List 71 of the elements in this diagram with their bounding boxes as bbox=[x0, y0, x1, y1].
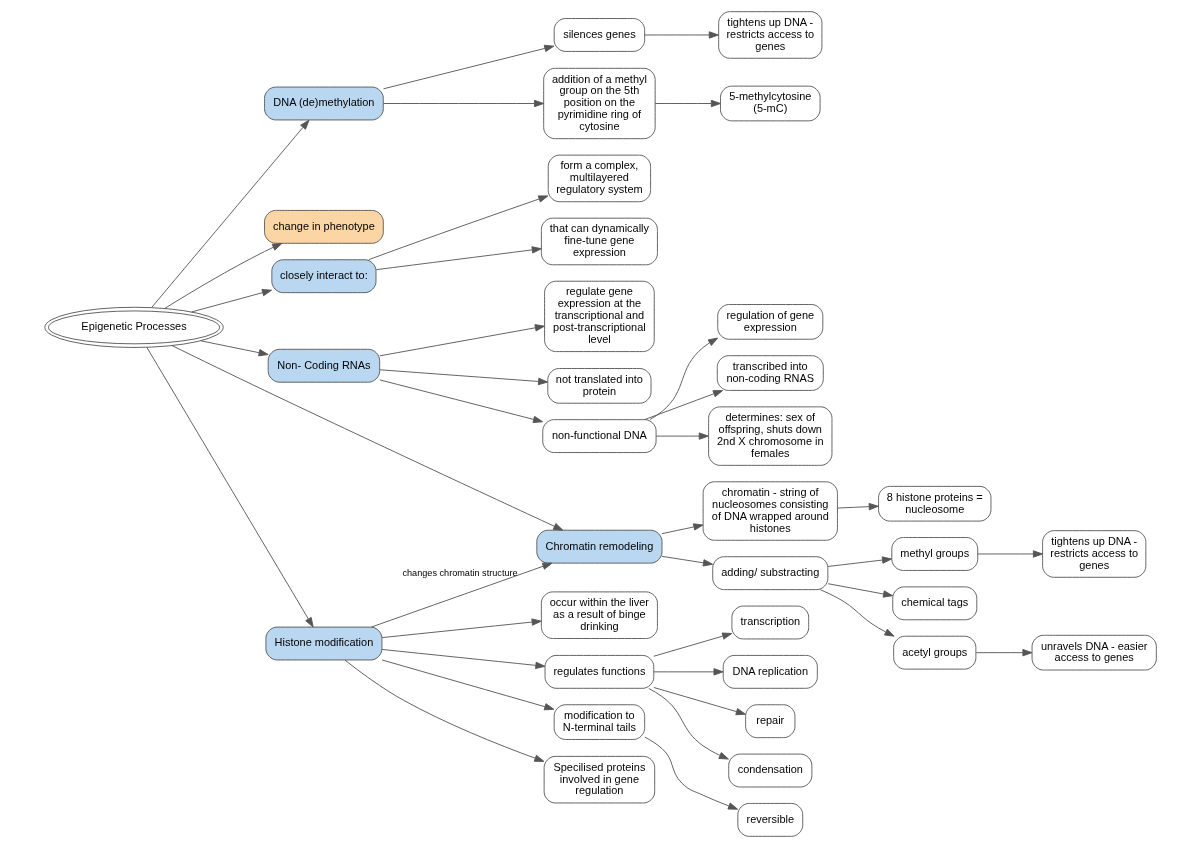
arrow bbox=[819, 589, 895, 637]
node-box: occur within the liver as a result of binge drinking bbox=[540, 591, 658, 639]
node-box: DNA replication bbox=[722, 654, 818, 689]
arrow bbox=[382, 44, 554, 90]
arrow bbox=[145, 346, 314, 628]
node-box: acetyl groups bbox=[892, 635, 976, 670]
node-box: Non- Coding RNAs bbox=[267, 348, 380, 383]
arrow bbox=[150, 119, 309, 308]
node-box: transcribed into non-coding RNAS bbox=[716, 355, 824, 391]
arrow bbox=[643, 736, 738, 810]
node-box: non-functional DNA bbox=[541, 419, 657, 453]
node-box: tightens up DNA - restricts access to genes bbox=[717, 11, 822, 59]
arrow bbox=[827, 583, 893, 598]
node-box: chemical tags bbox=[891, 586, 977, 621]
arrow bbox=[382, 99, 544, 108]
node-box: adding/ substracting bbox=[711, 556, 828, 591]
arrow bbox=[647, 688, 729, 760]
arrow bbox=[378, 324, 545, 357]
arrow bbox=[375, 246, 542, 271]
node-box: chromatin - string of nucleosomes consisting of DNA wrapped around histones bbox=[702, 481, 838, 541]
arrow bbox=[381, 618, 542, 639]
arrow bbox=[661, 523, 703, 535]
arrow bbox=[652, 687, 746, 716]
arrow bbox=[654, 99, 721, 108]
arrow bbox=[381, 659, 554, 711]
arrow bbox=[199, 340, 269, 357]
arrow bbox=[975, 649, 1032, 657]
node-box: repair bbox=[744, 704, 795, 739]
arrow bbox=[643, 31, 719, 39]
node-box: condensation bbox=[727, 753, 812, 788]
arrow bbox=[378, 369, 548, 386]
arrow bbox=[381, 649, 545, 669]
arrow bbox=[370, 562, 552, 628]
arrow bbox=[163, 243, 282, 309]
node-box: change in phenotype bbox=[263, 209, 384, 244]
node-box: regulate gene expression at the transcriptional and post-transcriptional level bbox=[543, 280, 655, 353]
arrow bbox=[652, 668, 723, 676]
node-box: 8 histone proteins = nucleosome bbox=[877, 485, 991, 522]
arrow bbox=[652, 632, 732, 657]
node-box: transcription bbox=[730, 605, 809, 640]
arrow bbox=[661, 555, 713, 567]
node-box: closely interact to: bbox=[270, 259, 376, 294]
arrow bbox=[827, 556, 892, 567]
arrow bbox=[976, 550, 1043, 558]
node-box: Chromatin remodeling bbox=[535, 529, 662, 564]
node-box: reversible bbox=[736, 803, 803, 837]
node-box: modification to N-terminal tails bbox=[553, 704, 645, 740]
edge-label: changes chromatin structure bbox=[402, 567, 518, 578]
arrow bbox=[190, 289, 272, 313]
node-box: methyl groups bbox=[890, 537, 978, 571]
node-box: unravels DNA - easier access to genes bbox=[1031, 634, 1157, 671]
arrow bbox=[378, 379, 543, 423]
node-box: 5-methylcytosine (5-mC) bbox=[719, 85, 821, 122]
arrow bbox=[367, 195, 548, 261]
arrow bbox=[643, 390, 723, 420]
arrow bbox=[344, 659, 544, 762]
node-box: determines: sex of offspring, shuts down 2nd X chromosome in females bbox=[707, 406, 832, 466]
arrow bbox=[836, 502, 879, 511]
arrow bbox=[649, 337, 718, 420]
node-box: form a complex, multilayered regulatory system bbox=[547, 154, 651, 203]
node-box: Specilised proteins involved in gene regulation bbox=[543, 755, 655, 804]
node-box: addition of a methyl group on the 5th position on the pyrimidine ring of cytosine bbox=[542, 67, 656, 140]
arrow bbox=[655, 432, 709, 440]
node-box: DNA (de)methylation bbox=[263, 86, 384, 121]
node-box: that can dynamically fine-tune gene expression bbox=[540, 217, 658, 266]
node-box: regulates functions bbox=[544, 654, 654, 689]
node-box: tightens up DNA - restricts access to genes bbox=[1041, 530, 1146, 578]
node-box: regulation of gene expression bbox=[716, 304, 823, 340]
node-box: not translated into protein bbox=[546, 368, 651, 404]
node-box: Histone modification bbox=[264, 626, 382, 661]
node-box: silences genes bbox=[553, 18, 645, 52]
